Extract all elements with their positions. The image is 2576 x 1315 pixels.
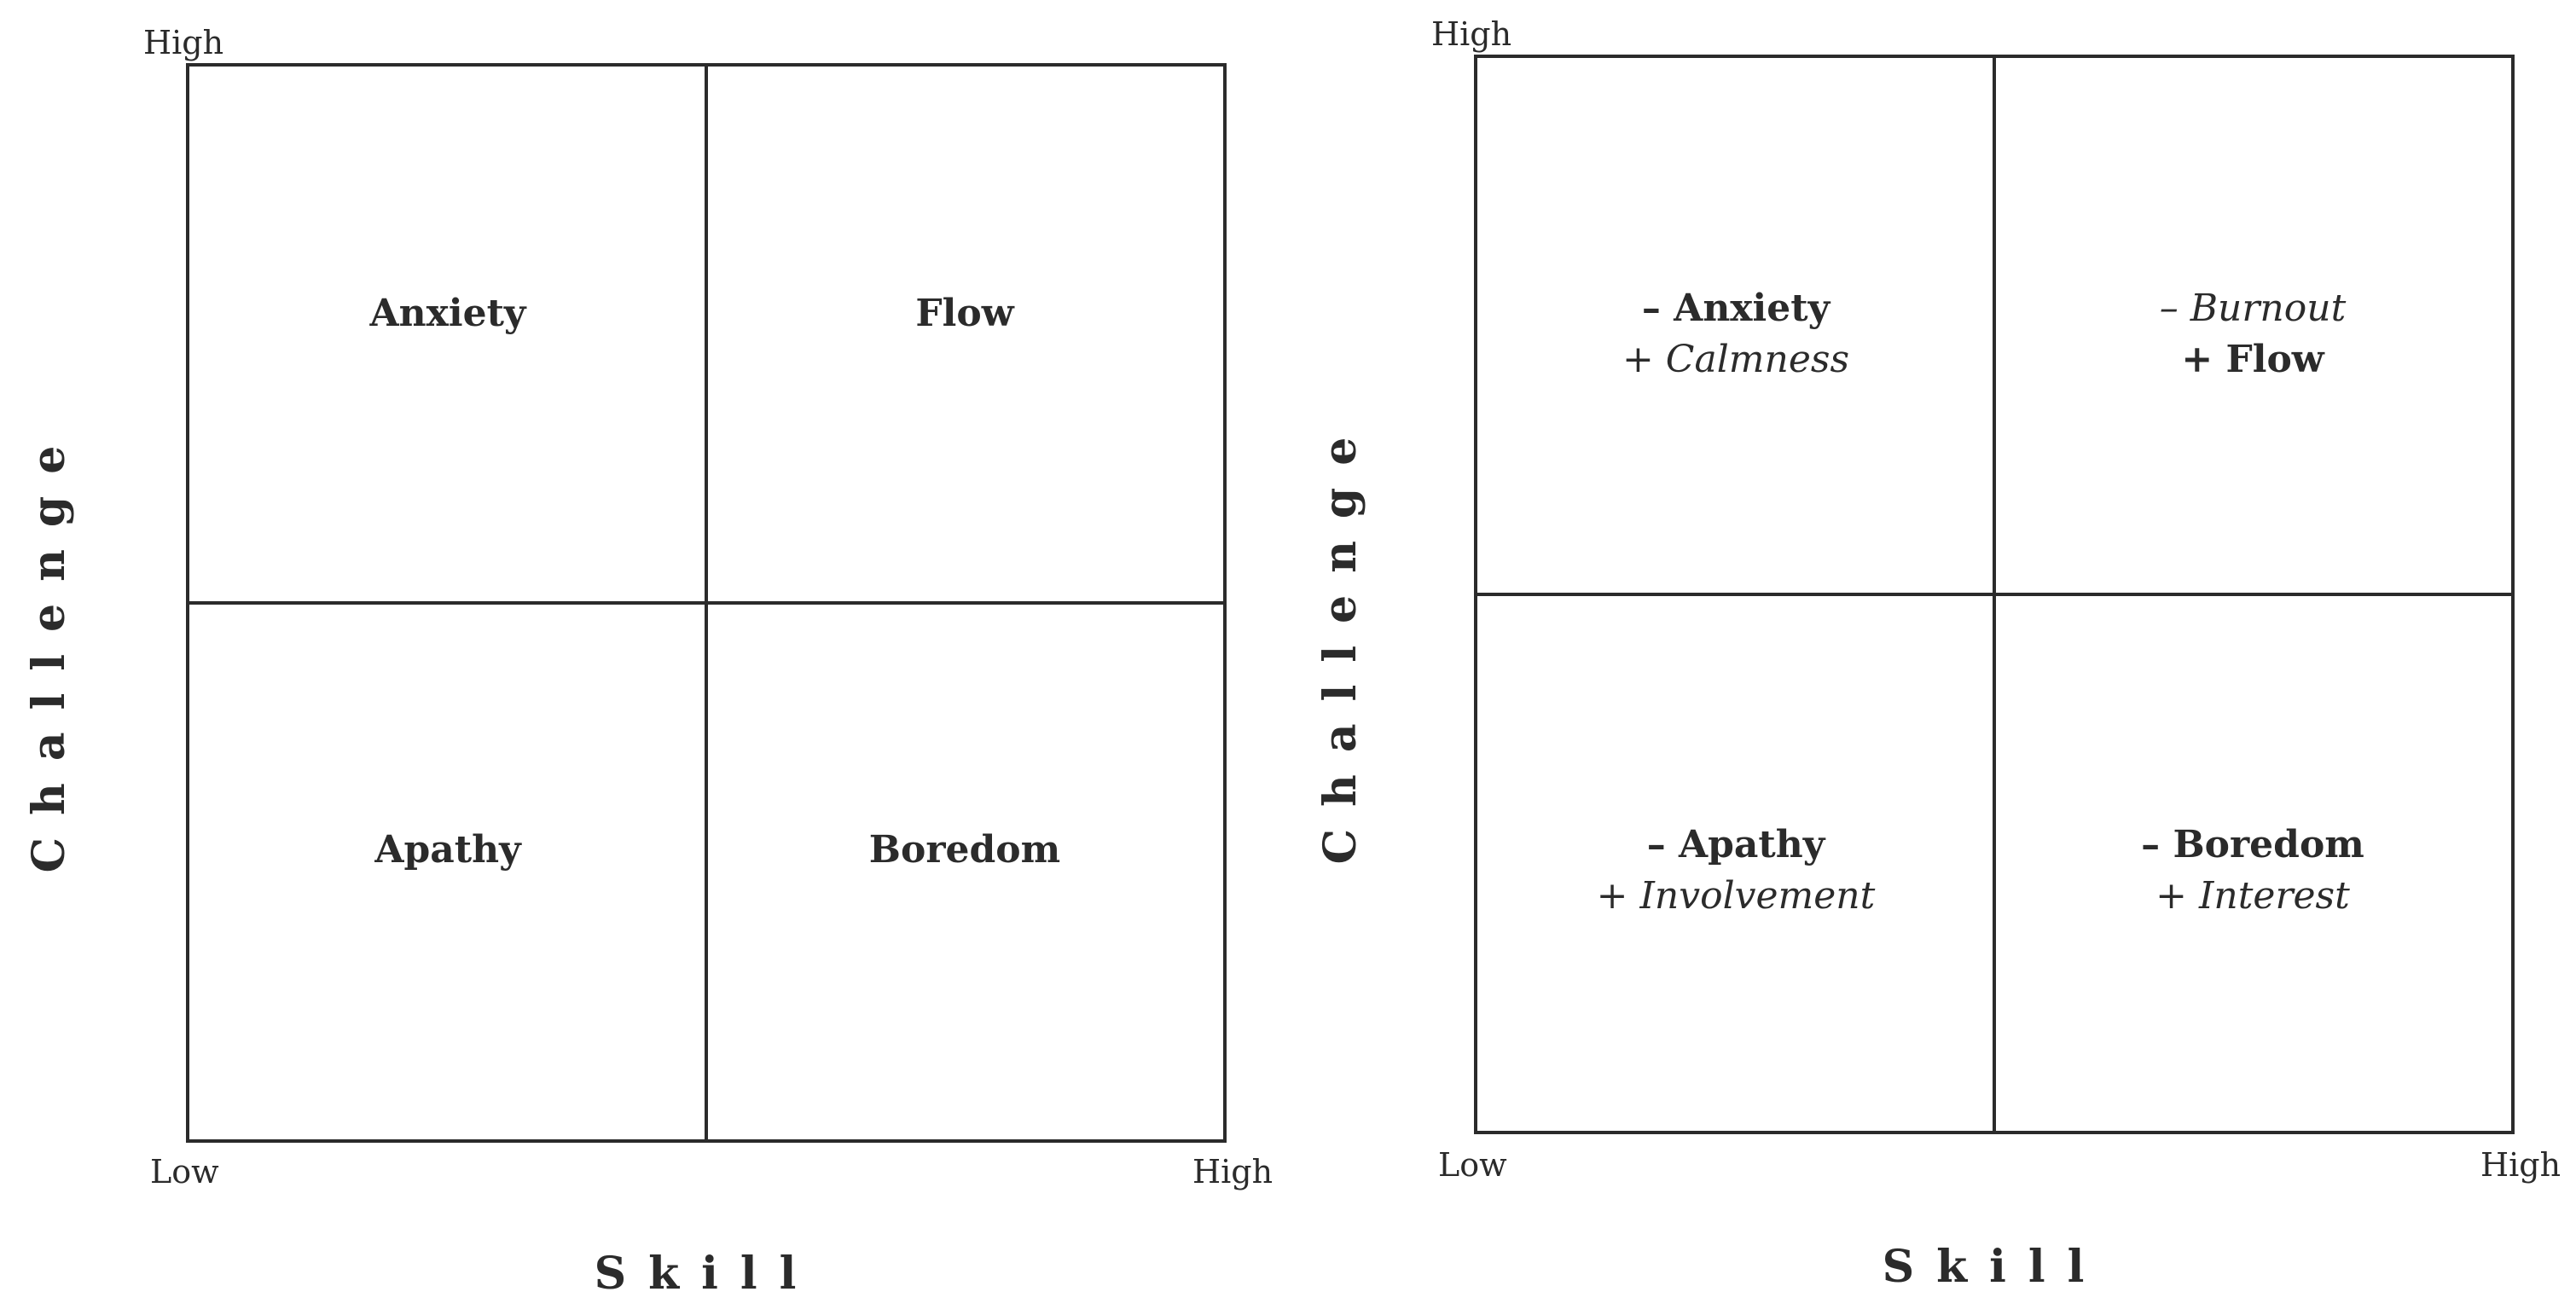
flow-matrix-basic: High Anxiety Flow Apathy Boredom Low Hig… <box>0 0 1279 1315</box>
quadrant-negative-boredom: – Boredom <box>2141 823 2364 866</box>
quadrant-negative-burnout: – Burnout <box>2159 287 2347 330</box>
x-axis-high-label: High <box>1192 1153 1273 1190</box>
quadrant-positive-involvement: + Involvement <box>1596 874 1876 918</box>
quadrant-grid: – Anxiety + Calmness – Burnout + Flow – … <box>1474 55 2515 1134</box>
quadrant-negative-apathy: – Apathy <box>1646 823 1825 866</box>
quadrant-bottom-right: Boredom <box>706 603 1223 1139</box>
quadrant-bottom-right: – Boredom + Interest <box>1994 594 2511 1131</box>
quadrant-positive-calmness: + Calmness <box>1622 338 1850 381</box>
quadrant-label-apathy: Apathy <box>374 828 521 872</box>
flow-matrix-extended: High – Anxiety + Calmness – Burnout + Fl… <box>1288 0 2576 1315</box>
quadrant-label-flow: Flow <box>915 292 1014 335</box>
x-axis-title: Skill <box>1882 1241 2107 1293</box>
quadrant-positive-flow: + Flow <box>2181 338 2324 381</box>
y-axis-high-label: High <box>1431 15 1512 53</box>
quadrant-top-left: Anxiety <box>189 67 706 603</box>
x-axis-title: Skill <box>594 1248 819 1300</box>
quadrant-top-left: – Anxiety + Calmness <box>1477 58 1994 594</box>
x-axis-high-label: High <box>2480 1146 2561 1184</box>
quadrant-bottom-left: Apathy <box>189 603 706 1139</box>
quadrant-negative-anxiety: – Anxiety <box>1641 287 1830 330</box>
quadrant-top-right: – Burnout + Flow <box>1994 58 2511 594</box>
horizontal-divider <box>1477 593 2511 596</box>
x-axis-low-label: Low <box>150 1153 219 1190</box>
quadrant-positive-interest: + Interest <box>2155 874 2350 918</box>
y-axis-high-label: High <box>143 24 224 61</box>
quadrant-label-boredom: Boredom <box>868 828 1061 872</box>
horizontal-divider <box>189 601 1223 605</box>
quadrant-label-anxiety: Anxiety <box>369 292 526 335</box>
y-axis-title: Challenge <box>1314 414 1366 865</box>
y-axis-title: Challenge <box>23 423 75 873</box>
quadrant-bottom-left: – Apathy + Involvement <box>1477 594 1994 1131</box>
quadrant-grid: Anxiety Flow Apathy Boredom <box>186 63 1227 1143</box>
quadrant-top-right: Flow <box>706 67 1223 603</box>
x-axis-low-label: Low <box>1438 1146 1507 1184</box>
